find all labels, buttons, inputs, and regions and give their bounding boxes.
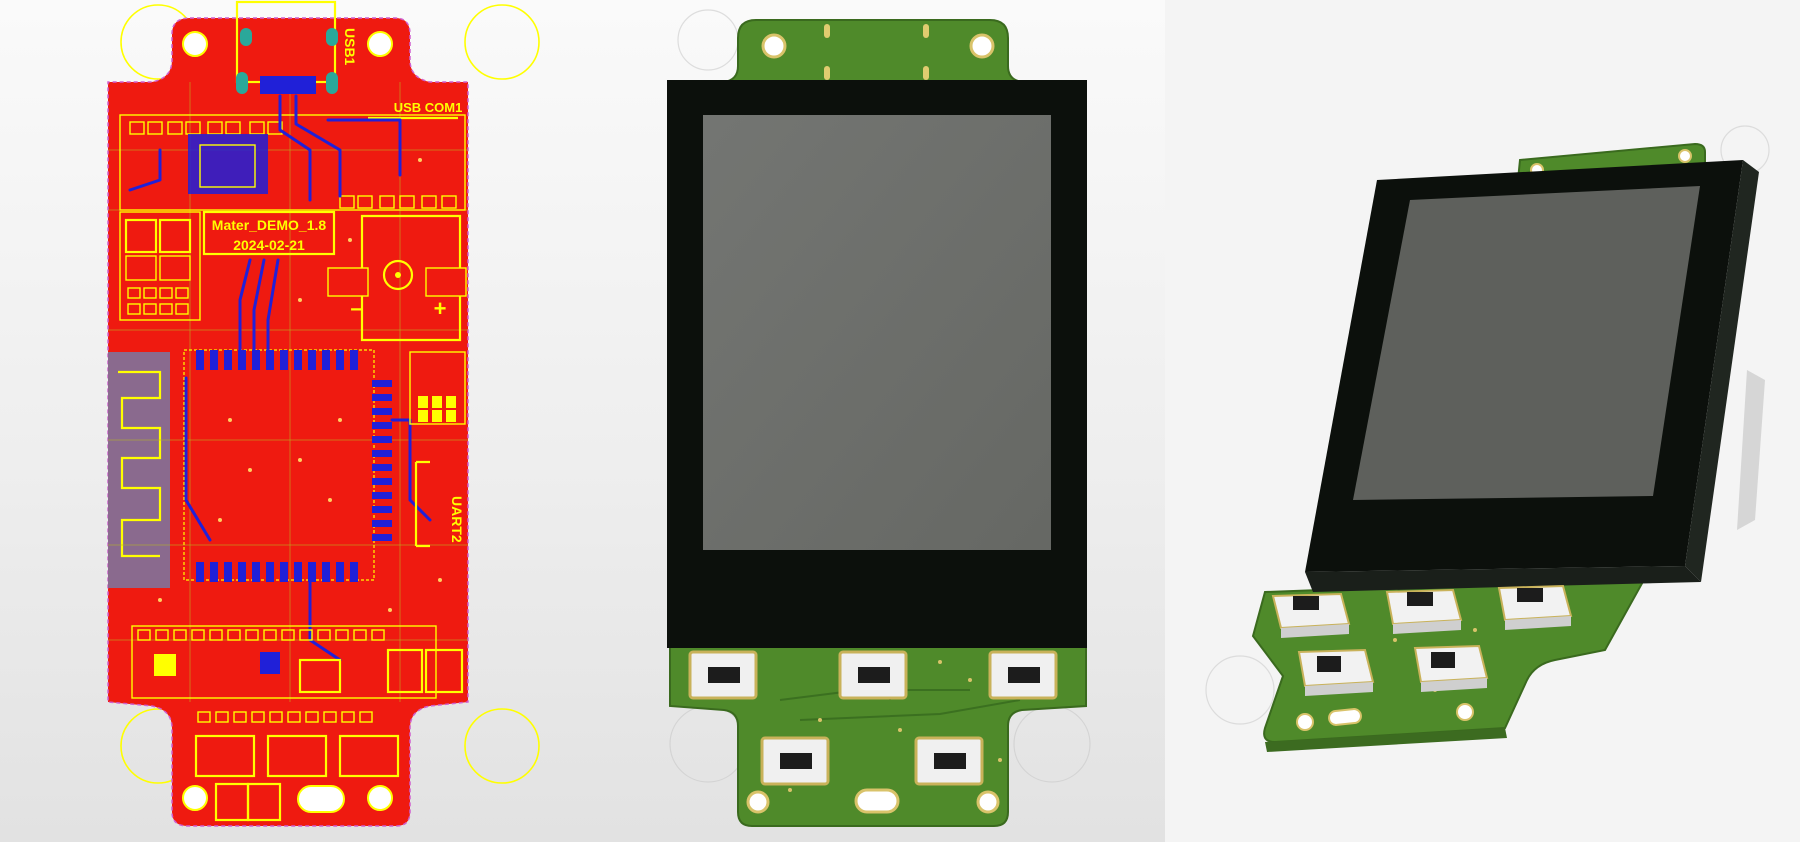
mounting-hole — [182, 785, 208, 811]
usb-shield-pad — [326, 28, 338, 46]
iso-render-canvas[interactable] — [1165, 0, 1800, 842]
pcb-layout-view[interactable]: USB1 USB COM1 Mater_DEMO_1.8 2024-02-21 — [100, 0, 570, 842]
usb-shield-pad — [326, 72, 338, 94]
button-footprint — [194, 734, 256, 778]
front-render-canvas[interactable] — [640, 0, 1110, 842]
mounting-hole — [976, 790, 1000, 814]
isometric-3d-render[interactable] — [1165, 0, 1800, 842]
iso-tactile-button-1[interactable] — [1271, 592, 1351, 638]
mounting-hole — [746, 790, 770, 814]
usb-shield-pad — [240, 28, 252, 46]
iso-display-front-face — [1305, 566, 1701, 592]
status-led-pad — [154, 654, 176, 676]
tactile-button-2[interactable] — [838, 650, 908, 700]
pad-square — [246, 782, 282, 822]
button-cap — [1008, 667, 1040, 683]
tactile-button-4[interactable] — [760, 736, 830, 786]
usb-shield-pad — [236, 72, 248, 94]
iso-display-screen — [1353, 186, 1700, 500]
tactile-button-3[interactable] — [988, 650, 1058, 700]
mounting-hole — [182, 31, 208, 57]
bottom-passives — [137, 629, 385, 641]
mounting-hole — [969, 33, 995, 59]
iso-tactile-button-3[interactable] — [1497, 584, 1573, 630]
button-cap — [934, 753, 966, 769]
button-cap — [1407, 592, 1433, 606]
button-cap — [1431, 652, 1455, 668]
usb-data-pads — [260, 76, 316, 94]
mounting-hole — [367, 31, 393, 57]
battery-connector-outline — [360, 214, 462, 342]
button-cap — [1517, 588, 1543, 602]
iso-tactile-button-5[interactable] — [1413, 644, 1489, 692]
button-cap — [708, 667, 740, 683]
front-3d-render[interactable] — [640, 0, 1110, 842]
button-cap — [780, 753, 812, 769]
usb-com-region — [119, 114, 466, 211]
slot-hole — [297, 785, 345, 813]
pcb-layout-canvas[interactable]: USB1 USB COM1 Mater_DEMO_1.8 2024-02-21 — [100, 0, 570, 842]
button-cap — [858, 667, 890, 683]
usb-pads — [824, 24, 929, 80]
antenna-trace — [118, 370, 162, 558]
button-cap — [1317, 656, 1341, 672]
mcu-top-pads — [196, 350, 358, 370]
slot-hole — [854, 788, 900, 814]
iso-tactile-button-4[interactable] — [1297, 648, 1375, 696]
mcu-bottom-pads — [196, 562, 358, 582]
mount-outline-top-right — [464, 4, 540, 80]
mounting-hole — [761, 33, 787, 59]
slot-hole — [1328, 708, 1362, 726]
uart2-label: UART2 — [449, 496, 465, 543]
usb-com-label: USB COM1 — [394, 100, 463, 115]
mounting-hole — [1456, 703, 1474, 721]
mcu-side-pads — [372, 380, 392, 541]
left-component-region — [119, 211, 201, 321]
battery-polarity-mark — [382, 259, 414, 291]
tactile-button-5[interactable] — [914, 736, 984, 786]
right-connector-outline — [409, 351, 466, 425]
button-footprint — [338, 734, 400, 778]
uart-connector-outline — [414, 460, 430, 548]
passive-components-top — [129, 121, 457, 209]
version-label: Mater_DEMO_1.8 — [212, 217, 327, 233]
button-cap — [1293, 596, 1319, 610]
iso-tactile-button-2[interactable] — [1385, 588, 1463, 634]
bottom-component-region — [131, 625, 437, 699]
iso-display-side-face — [1685, 160, 1759, 582]
mounting-hole — [367, 785, 393, 811]
version-label-box — [202, 210, 336, 256]
right-connector-pads — [418, 396, 456, 422]
date-label: 2024-02-21 — [233, 237, 305, 253]
button-footprint — [266, 734, 328, 778]
vias — [158, 158, 442, 612]
usb1-label: USB1 — [342, 28, 358, 66]
minus-symbol: − — [350, 299, 362, 321]
mount-outline-bottom-right — [464, 708, 540, 784]
mounting-hole — [1296, 713, 1314, 731]
bottom-tab-passives — [197, 711, 373, 723]
plus-symbol: + — [434, 296, 447, 321]
pcb-board-copper — [107, 17, 469, 827]
tactile-button-1[interactable] — [688, 650, 758, 700]
